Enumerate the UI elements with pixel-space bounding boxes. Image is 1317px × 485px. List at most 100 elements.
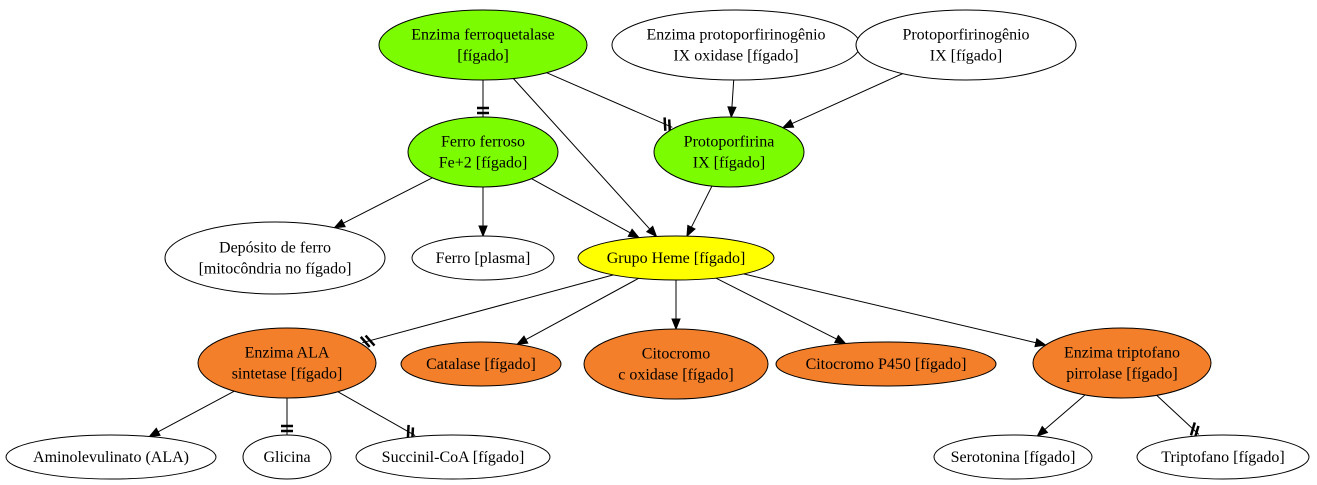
arrowhead [645, 225, 658, 238]
arrowhead [671, 318, 681, 331]
edge-line [791, 73, 903, 125]
node-citocromo-p450[interactable]: Citocromo P450 [fígado] [775, 341, 997, 387]
node-shape [775, 341, 997, 387]
node-triptofano-pirrolase[interactable]: Enzima triptofano pirrolase [fígado] [1032, 327, 1212, 399]
arrowhead [627, 228, 641, 239]
node-shape [378, 9, 588, 81]
edge-line [690, 185, 713, 228]
node-label: Enzima ferroquetalase [411, 27, 554, 44]
node-ferro-plasma[interactable]: Ferro [plasma] [411, 235, 555, 281]
node-label: [fígado] [457, 48, 509, 65]
arrowhead [333, 218, 346, 229]
node-label: IX oxidase [fígado] [673, 48, 798, 65]
node-catalase[interactable]: Catalase [fígado] [400, 341, 562, 387]
node-protoporfirinogenio[interactable]: Protoporfirinogênio IX [fígado] [855, 9, 1077, 81]
node-shape [577, 235, 775, 281]
edge-line [525, 277, 639, 341]
node-label: Depósito de ferro [219, 240, 331, 257]
edge-ferroquetalase-to-grupo_heme [512, 78, 658, 238]
arrowhead [1034, 338, 1047, 348]
node-succinil[interactable]: Succinil-CoA [fígado] [355, 434, 551, 480]
node-label: pirrolase [fígado] [1066, 366, 1178, 383]
arrowhead [833, 334, 847, 345]
edge-triptofano_pirrolase-to-serotonina [1036, 394, 1086, 437]
node-shape [164, 221, 386, 295]
node-shape [653, 116, 805, 188]
node-label: Catalase [fígado] [426, 356, 536, 373]
edge-grupo_heme-to-citocromo_c [671, 280, 681, 331]
node-shape [855, 9, 1077, 81]
node-label: Protoporfirinogênio [902, 27, 1029, 44]
arrowhead [1036, 425, 1049, 437]
edge-ferroquetalase-to-protoporfirina [546, 72, 673, 133]
node-label: Grupo Heme [fígado] [607, 250, 746, 267]
edge-line [531, 178, 631, 234]
arrowhead [727, 106, 737, 119]
node-label: Citocromo P450 [fígado] [806, 356, 967, 373]
arrowhead [686, 224, 696, 238]
node-shape [5, 434, 217, 480]
node-label: Enzima protoporfirinogênio [646, 27, 825, 44]
node-label: c oxidase [fígado] [618, 367, 734, 384]
node-label: IX [fígado] [693, 155, 765, 172]
edge-grupo_heme-to-ala_sintetase [359, 274, 614, 348]
node-shape [400, 341, 562, 387]
node-shape [1032, 327, 1212, 399]
slash-mark [364, 334, 376, 347]
node-triptofano[interactable]: Triptofano [fígado] [1136, 434, 1310, 480]
node-citocromo-c[interactable]: Citocromo c oxidase [fígado] [583, 328, 769, 400]
node-label: Citocromo [642, 346, 710, 363]
node-serotonina[interactable]: Serotonina [fígado] [933, 434, 1093, 480]
edge-line [157, 390, 235, 433]
edge-protoporfirina-to-grupo_heme [686, 185, 713, 238]
nodes-layer: Enzima ferroquetalase [fígado] Enzima prot… [5, 9, 1310, 480]
edge-grupo_heme-to-catalase [515, 277, 639, 346]
edge-triptofano_pirrolase-to-triptofano [1156, 394, 1200, 440]
edge-grupo_heme-to-citocromo_p450 [715, 277, 847, 345]
node-shape [583, 328, 769, 400]
edges-layer [148, 72, 1200, 441]
edge-ferro_ferroso-to-ferro_plasma [478, 187, 488, 238]
edge-ferroquetalase-to-ferro_ferroso [477, 80, 489, 117]
node-label: Fe+2 [fígado] [439, 155, 528, 172]
edge-line [337, 391, 416, 437]
node-glicina[interactable]: Glicina [242, 434, 332, 480]
edge-line [512, 78, 651, 230]
edge-line [715, 277, 837, 340]
node-ferroquetalase[interactable]: Enzima ferroquetalase [fígado] [378, 9, 588, 81]
arrowhead [515, 335, 529, 346]
edge-grupo_heme-to-triptofano_pirrolase [743, 273, 1047, 348]
node-label: Glicina [263, 449, 310, 466]
edge-ferro_ferroso-to-deposito_ferro [333, 177, 433, 229]
edge-line [362, 274, 614, 344]
node-shape [407, 116, 559, 188]
node-label: Enzima triptofano [1064, 345, 1180, 362]
slash-mark [406, 424, 410, 439]
edge-line [731, 79, 735, 108]
node-label: IX [fígado] [930, 48, 1002, 65]
node-grupo-heme[interactable]: Grupo Heme [fígado] [577, 235, 775, 281]
edge-ala_sintetase-to-ala [148, 390, 235, 438]
slash-mark [359, 336, 371, 348]
slash-mark [663, 117, 667, 131]
node-ala[interactable]: Aminolevulinato (ALA) [5, 434, 217, 480]
edge-line [743, 273, 1037, 344]
edge-line [1044, 394, 1086, 430]
node-deposito-ferro[interactable]: Depósito de ferro[mitocôndria no fígado] [164, 221, 386, 295]
node-label: Serotonina [fígado] [951, 449, 1076, 466]
node-label: Ferro [plasma] [436, 250, 531, 267]
node-shape [197, 327, 377, 399]
slash-mark [1189, 422, 1196, 436]
node-shape [1136, 434, 1310, 480]
edge-ferro_ferroso-to-grupo_heme [531, 178, 641, 239]
node-shape [611, 9, 861, 81]
node-protoporfirinogenio-oxidase[interactable]: Enzima protoporfirinogênio IX oxidase [fí… [611, 9, 861, 81]
arrowhead [148, 427, 161, 438]
node-shape [355, 434, 551, 480]
node-label: Ferro ferroso [441, 134, 525, 151]
edge-ala_sintetase-to-glicina [281, 398, 293, 435]
